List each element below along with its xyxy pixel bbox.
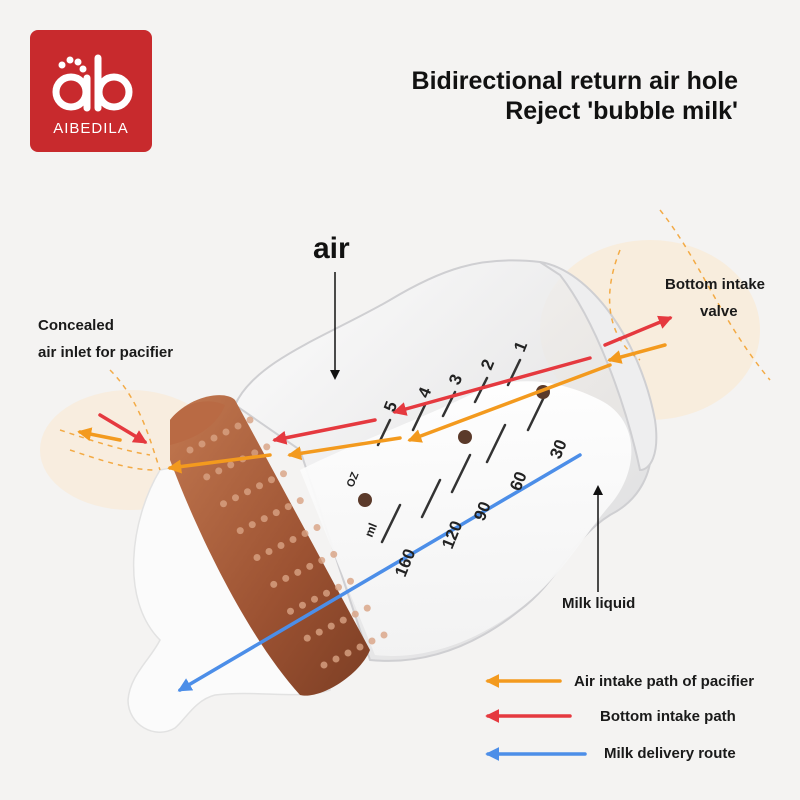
collar-grip-dot: [256, 482, 263, 490]
collar-grip-dot: [306, 562, 314, 570]
flow-arrows: [77, 315, 673, 692]
ml-unit: ml: [362, 521, 380, 539]
collar-grip-dot: [246, 416, 254, 424]
legend-item-air-pacifier: Air intake path of pacifier: [478, 670, 798, 694]
collar-grip-dot: [282, 574, 290, 582]
collar-grip-dot: [222, 428, 230, 436]
collar-grip-dot: [220, 500, 227, 508]
ab-logo-icon: [52, 54, 133, 112]
collar-grip-dot: [272, 509, 280, 517]
legend-label: Milk delivery route: [604, 745, 736, 762]
collar-grip-dot: [344, 649, 352, 657]
collar-grip-dot: [210, 434, 218, 442]
collar-grip-dot: [380, 631, 388, 639]
collar-grip-dot: [327, 622, 335, 630]
legend-label: Bottom intake path: [600, 708, 736, 725]
collar-grip-dot: [270, 580, 278, 588]
collar-grip-dot: [294, 568, 302, 576]
concealed-callout-line1: Concealed: [38, 317, 114, 334]
collar-grip-dot: [351, 610, 359, 618]
collar-grip-dot: [330, 550, 338, 558]
headline: Bidirectional return air hole Reject 'bu…: [412, 66, 738, 126]
collar-grip-dot: [248, 521, 256, 529]
legend-label: Air intake path of pacifier: [574, 673, 755, 690]
collar-grip-dot: [227, 461, 235, 469]
oz-unit: OZ: [345, 470, 362, 489]
collar-grip-dot: [315, 628, 323, 636]
collar-grip-dot: [320, 661, 328, 669]
collar-grip-dot: [339, 616, 347, 624]
collar-grip-dot: [280, 470, 287, 478]
collar-grip-dot: [363, 604, 371, 612]
collar-grip-dot: [284, 503, 292, 511]
collar-grip-dot: [313, 524, 321, 531]
pointer-lines: [334, 272, 599, 592]
collar-grip-dot: [299, 601, 306, 609]
legend-item-bottom-intake: Bottom intake path: [478, 705, 798, 729]
collar-grip-dot: [287, 607, 294, 615]
collar-grip-dot: [198, 440, 206, 448]
collar-grip-dot: [251, 449, 259, 457]
airflow-swirls: [59, 209, 771, 471]
collar-grip-dot: [234, 422, 242, 430]
collar-grip-dot: [335, 583, 342, 591]
bottom-valve-callout-line1: Bottom intake: [665, 276, 766, 293]
collar-grip-dot: [323, 589, 330, 597]
collar-grip-dot: [296, 497, 304, 505]
brand-name: AIBEDILA: [53, 120, 129, 137]
collar-grip-dot: [260, 515, 268, 523]
bottle-base: [539, 261, 658, 472]
headline-line2: Reject 'bubble milk': [505, 97, 738, 125]
collar-grip-dot: [332, 655, 340, 663]
collar-grip-dot: [368, 637, 376, 645]
bottom-valve-callout-line2: valve: [700, 303, 738, 320]
collar-grip-dot: [277, 542, 285, 549]
collar-grip-dot: [215, 467, 223, 475]
collar-grip-dot: [232, 494, 239, 502]
collar-grip-dot: [301, 530, 309, 537]
brand-logo: AIBEDILA: [30, 30, 152, 152]
collar-grip-dot: [265, 548, 273, 555]
collar-grip-dot: [318, 556, 326, 564]
bear-icon: [458, 430, 472, 444]
collar-grip-dot: [236, 527, 244, 535]
collar-grip-dot: [303, 634, 311, 642]
collar-grip-dot: [203, 473, 211, 481]
air-callout: air: [313, 232, 350, 265]
legend-arrows: [485, 674, 587, 761]
collar-grip-dot: [289, 536, 297, 543]
collar-grip-dot: [253, 554, 261, 561]
collar-grip-dot: [311, 595, 318, 603]
milk-fill: [300, 381, 632, 656]
collar-grip-dot: [263, 443, 271, 451]
bear-icon: [358, 493, 372, 507]
collar-grip-dot: [244, 488, 251, 496]
milk-liquid-callout: Milk liquid: [562, 595, 636, 612]
collar-grip-dot: [356, 643, 364, 651]
collar-grip-dot: [268, 476, 275, 484]
collar-grip-dot: [186, 446, 194, 454]
collar-grip-dot: [347, 577, 354, 585]
headline-line1: Bidirectional return air hole: [411, 67, 738, 95]
concealed-callout-line2: air inlet for pacifier: [38, 344, 174, 361]
legend-item-milk-delivery: Milk delivery route: [478, 742, 798, 766]
